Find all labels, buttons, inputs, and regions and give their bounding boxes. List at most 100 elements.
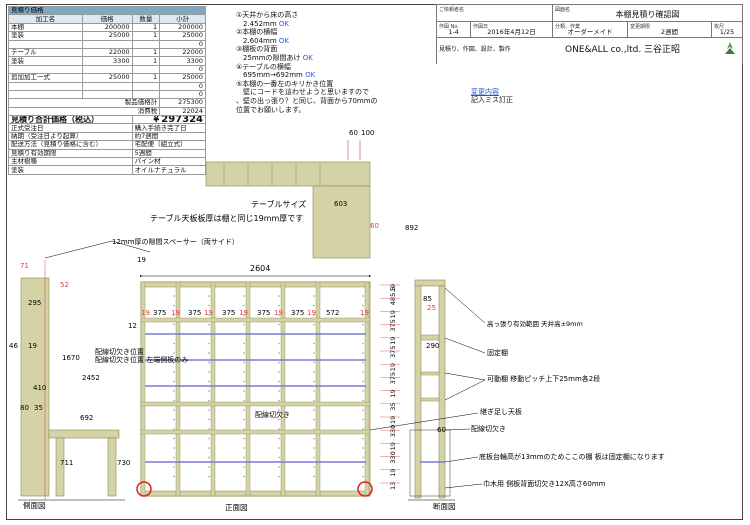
estimate-cell: 3300 <box>81 56 133 66</box>
side-view <box>18 260 125 501</box>
pin-hole <box>208 304 210 307</box>
estimate-cell: 1 <box>131 56 161 66</box>
info-row: 納期（受注日より起算）約7週間 <box>8 131 207 142</box>
pin-hole <box>313 314 315 316</box>
pin-hole <box>278 371 280 373</box>
estimate-cell: 塗装 <box>8 56 83 66</box>
wiring-cut-side-label: 配線切欠き <box>471 424 506 433</box>
side-panel <box>210 281 216 497</box>
pin-hole <box>313 418 315 421</box>
note-line: 壁にコードを這わせようと思いますので <box>236 88 369 97</box>
note-line: 、壁の出っ張り？と同じ、背面から70mmの <box>236 96 378 105</box>
pin-hole <box>278 437 280 440</box>
note-line: ⑤本棚の一番左のキリかき位置 <box>236 79 334 88</box>
skirting-note: 巾木用 側板背面切欠き12X高さ60mm <box>483 479 606 488</box>
pin-hole <box>313 399 315 402</box>
pin-hole <box>173 380 175 383</box>
note-line: 2.604mm OK <box>236 36 290 45</box>
pin-hole <box>278 399 280 402</box>
pin-hole <box>243 399 245 402</box>
pin-hole <box>208 466 210 468</box>
pin-hole <box>243 418 245 421</box>
estimate-cell <box>131 81 161 91</box>
pin-hole <box>173 333 175 335</box>
pin-hole <box>362 437 364 440</box>
column-dim: 19 <box>360 309 369 317</box>
height-dim: 35 <box>389 403 397 411</box>
company-cell: 見積り、作図、設計、製作 ONE&ALL co.,ltd. 三谷正昭 <box>436 37 743 64</box>
pin-hole <box>362 456 364 459</box>
pin-hole <box>208 475 210 478</box>
column-dim: 375 <box>188 309 201 317</box>
note-line: ②本棚の横幅 <box>236 28 278 37</box>
estimate-cell <box>81 81 133 91</box>
info-row: 塗装オイルナチュラル <box>8 165 207 175</box>
column-dim: 19 <box>274 309 283 317</box>
pin-hole <box>243 342 245 345</box>
dim-2604: 2604 <box>250 264 270 273</box>
info-label: 配送方法（見積り価格に含む） <box>8 140 133 150</box>
side-panel <box>280 281 286 497</box>
dim-top-19: 19 <box>137 256 146 264</box>
tax-label: 消費税 <box>7 106 161 117</box>
estimate-row: 0 <box>8 81 206 91</box>
pin-hole <box>362 399 364 402</box>
height-dim: 19 <box>389 416 397 424</box>
ceiling-note: 高っ張り有効範囲 天井高±9mm <box>487 319 583 328</box>
highlight-circle-left <box>136 481 152 497</box>
height-dim: 19 <box>389 469 397 477</box>
change-entry: 記入ミス訂正 <box>471 96 513 104</box>
pin-hole <box>208 447 210 449</box>
pin-hole <box>278 475 280 478</box>
info-value: 購入手続き完了日 <box>131 123 207 133</box>
bottom-board <box>140 490 371 497</box>
height-dim: 375 <box>389 372 397 384</box>
estimate-cell: 25000 <box>81 31 133 41</box>
estimate-row: 0 <box>8 64 206 75</box>
pin-hole <box>173 466 175 468</box>
note-line: ④テーブルの横幅 <box>236 62 291 71</box>
dim-730: 730 <box>117 459 130 467</box>
estimate-cell: 25000 <box>159 73 206 83</box>
table-top-note: テーブル天板板厚は棚と同じ19mm厚です <box>150 213 303 223</box>
info-label: 見積り有効期限 <box>8 148 133 159</box>
column-dim: 375 <box>257 309 270 317</box>
info-value: パイン材 <box>131 157 207 167</box>
pin-hole <box>243 428 245 430</box>
pin-hole <box>173 447 175 449</box>
fixed-shelf <box>140 317 371 323</box>
drawing-frame <box>6 4 743 520</box>
pin-hole <box>243 314 245 316</box>
pin-hole <box>362 314 364 316</box>
dim-100-top: 100 <box>361 129 374 137</box>
pin-hole <box>362 371 364 373</box>
pin-hole <box>243 352 245 354</box>
pin-hole <box>243 295 245 297</box>
pin-hole <box>243 437 245 440</box>
pin-hole <box>278 304 280 307</box>
pin-hole <box>243 466 245 468</box>
pin-hole <box>173 437 175 440</box>
ok-mark: OK <box>278 36 290 45</box>
pin-hole <box>208 428 210 430</box>
wiring-note: 配線切欠き位置 左端側板のみ <box>95 355 188 364</box>
pin-hole <box>173 361 175 364</box>
height-dim: 330 <box>389 451 397 463</box>
dim-692: 692 <box>80 414 93 422</box>
fixed-shelf-label: 固定棚 <box>487 348 508 357</box>
pin-hole <box>313 390 315 392</box>
estimate-cell: 1 <box>131 31 161 41</box>
estimate-cell: 0 <box>159 89 206 100</box>
estimate-cell: 追加加工一式 <box>8 73 83 83</box>
info-row: 主材樹種パイン材 <box>8 157 207 167</box>
pin-hole <box>173 399 175 402</box>
pin-hole <box>362 447 364 449</box>
info-value: 宅配便（組立式） <box>131 140 207 150</box>
height-dim: 19 <box>389 310 397 318</box>
dim-25: 25 <box>427 304 436 312</box>
pin-hole <box>173 352 175 354</box>
